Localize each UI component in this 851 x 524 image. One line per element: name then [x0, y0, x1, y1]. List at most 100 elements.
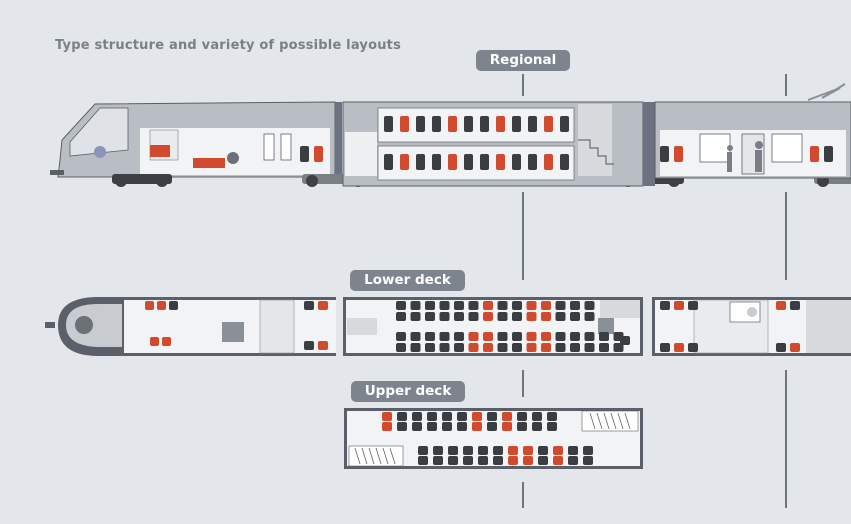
seat	[555, 332, 566, 341]
seat	[553, 446, 563, 455]
seat	[790, 301, 800, 310]
seat	[464, 116, 473, 132]
seat	[824, 146, 833, 162]
seat	[541, 343, 551, 352]
seat	[496, 116, 505, 132]
seat	[570, 332, 580, 341]
seat	[439, 301, 450, 310]
seat	[397, 422, 407, 431]
seat	[483, 343, 493, 352]
seat	[688, 301, 698, 310]
seat	[412, 422, 422, 431]
lower-deck-plan	[45, 297, 851, 356]
seat	[384, 116, 393, 132]
seat	[674, 343, 684, 352]
seat	[776, 301, 786, 310]
seat	[304, 341, 314, 350]
seat	[410, 312, 421, 321]
seat	[570, 312, 580, 321]
seat	[425, 301, 435, 310]
upper-deck-label: Upper deck	[351, 381, 465, 402]
seat	[497, 332, 508, 341]
seat	[544, 154, 553, 170]
seat	[528, 154, 537, 170]
seat	[400, 116, 409, 132]
seat	[454, 343, 464, 352]
seat	[512, 312, 522, 321]
seat	[584, 312, 595, 321]
seat	[555, 312, 566, 321]
seat	[660, 301, 670, 310]
seat	[457, 412, 467, 421]
seat	[544, 116, 553, 132]
seat	[584, 301, 595, 310]
seat	[468, 343, 479, 352]
seat	[425, 312, 435, 321]
upper-deck-plan	[344, 408, 643, 469]
seat	[620, 336, 630, 345]
seat	[483, 312, 493, 321]
seat	[433, 456, 443, 465]
seat	[517, 422, 527, 431]
seat	[512, 343, 522, 352]
seat	[541, 301, 551, 310]
seat	[162, 337, 171, 346]
seat	[810, 146, 819, 162]
seat	[555, 301, 566, 310]
seat	[502, 422, 512, 431]
seat	[674, 146, 683, 162]
seat	[523, 456, 533, 465]
seat	[400, 154, 409, 170]
seat	[526, 301, 537, 310]
seat	[512, 332, 522, 341]
seat	[418, 456, 428, 465]
seat	[463, 456, 473, 465]
seat	[318, 341, 328, 350]
regional-label: Regional	[476, 50, 570, 71]
seat	[512, 301, 522, 310]
seat	[568, 456, 578, 465]
divider-lines	[522, 74, 787, 508]
seat	[382, 412, 392, 421]
seat	[463, 446, 473, 455]
seat	[157, 301, 166, 310]
seat	[384, 154, 393, 170]
seat	[412, 412, 422, 421]
seat	[468, 332, 479, 341]
seat	[442, 412, 452, 421]
seat	[478, 456, 488, 465]
seat	[570, 301, 580, 310]
seat	[502, 412, 512, 421]
seat	[555, 343, 566, 352]
seat	[418, 446, 428, 455]
seat	[487, 422, 497, 431]
seat	[660, 146, 669, 162]
seat	[468, 301, 479, 310]
seat	[547, 422, 557, 431]
seat	[397, 412, 407, 421]
pantograph	[807, 83, 846, 101]
seat	[523, 446, 533, 455]
seat	[496, 154, 505, 170]
seat	[480, 154, 489, 170]
seat	[454, 312, 464, 321]
seat	[396, 312, 406, 321]
seat	[526, 332, 537, 341]
seat	[448, 154, 457, 170]
seat	[674, 301, 684, 310]
seat	[584, 343, 595, 352]
seat	[145, 301, 154, 310]
seat	[497, 343, 508, 352]
seat	[304, 301, 314, 310]
seat	[568, 446, 578, 455]
seat	[442, 422, 452, 431]
seat	[528, 116, 537, 132]
seat	[526, 312, 537, 321]
seat	[410, 301, 421, 310]
seat	[416, 154, 425, 170]
seat	[169, 301, 178, 310]
seat	[382, 422, 392, 431]
seat	[553, 456, 563, 465]
seat	[660, 343, 670, 352]
seat	[416, 116, 425, 132]
